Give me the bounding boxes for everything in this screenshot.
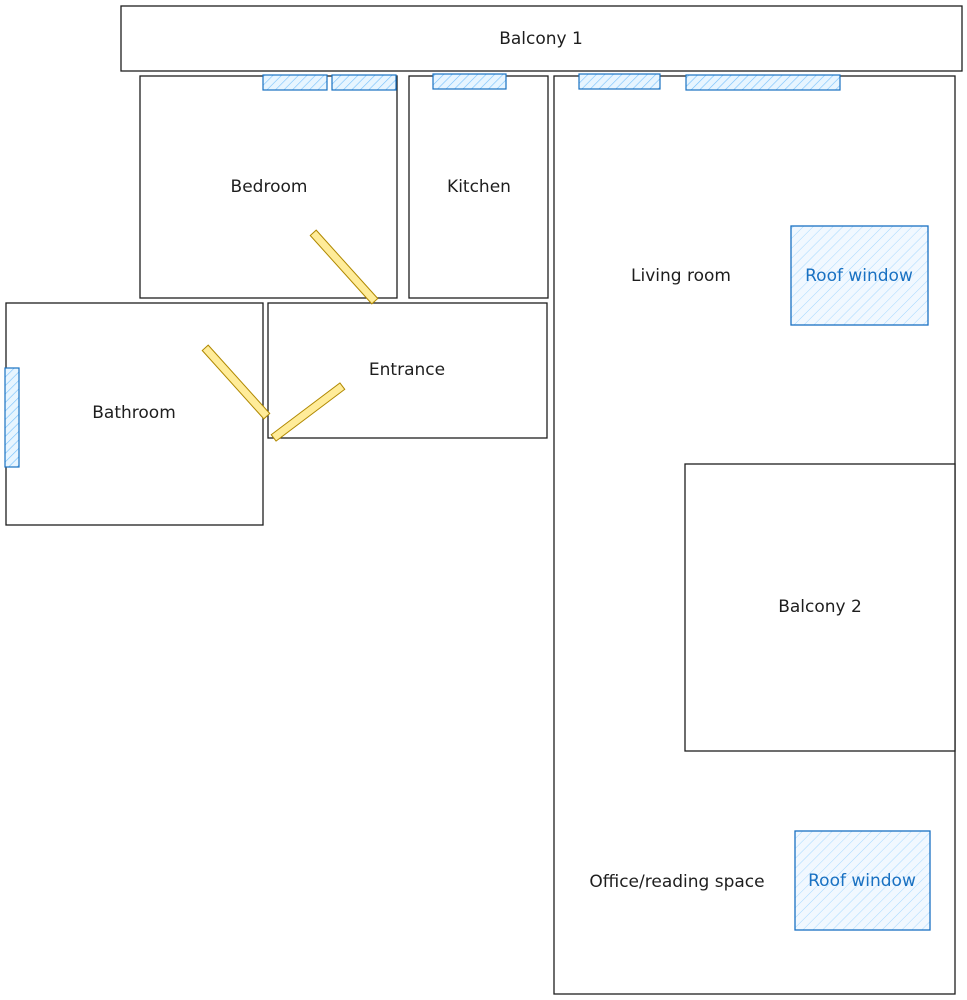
living-room-label: Living room — [631, 266, 731, 286]
balcony-2-room — [684, 463, 956, 752]
bedroom-window-2 — [331, 74, 397, 91]
living-window-2 — [685, 74, 841, 91]
living-window-1 — [578, 73, 661, 90]
roof-window-upper — [790, 225, 929, 326]
door-entrance — [270, 382, 346, 442]
door-bedroom — [309, 229, 379, 305]
bathroom-label: Bathroom — [92, 403, 176, 423]
balcony-2-label: Balcony 2 — [778, 597, 862, 617]
balcony-1-label: Balcony 1 — [499, 29, 583, 49]
roof-window-lower — [794, 830, 931, 931]
bedroom-label: Bedroom — [231, 177, 308, 197]
office-label: Office/reading space — [589, 872, 764, 892]
bathroom-room — [5, 302, 264, 526]
bedroom-window-1 — [262, 74, 328, 91]
balcony-1-room — [120, 5, 963, 72]
door-bathroom — [201, 344, 271, 420]
bathroom-window — [4, 367, 20, 468]
bedroom-room — [139, 75, 398, 299]
kitchen-label: Kitchen — [447, 177, 511, 197]
entrance-label: Entrance — [369, 360, 445, 380]
roof-window-lower-label: Roof window — [808, 871, 916, 891]
entrance-room — [267, 302, 548, 439]
roof-window-upper-label: Roof window — [805, 266, 913, 286]
kitchen-window — [432, 73, 507, 90]
